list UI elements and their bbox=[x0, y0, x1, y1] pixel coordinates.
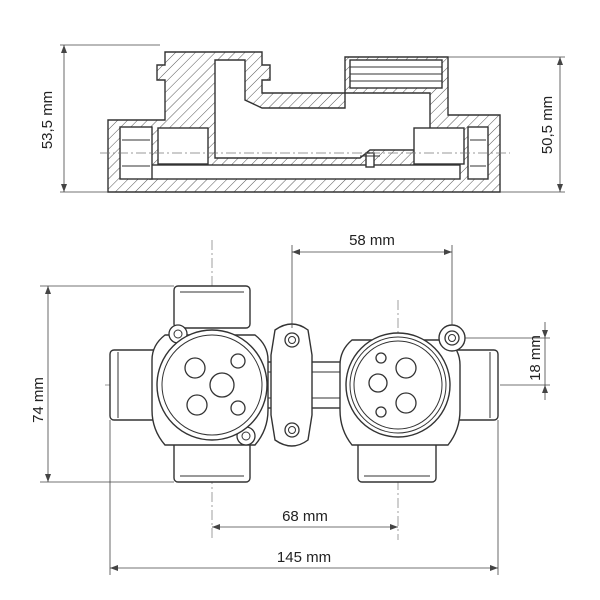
left-hole-center bbox=[209, 372, 235, 398]
left-side-port bbox=[109, 349, 159, 421]
right-hole-center bbox=[368, 373, 388, 393]
side-height-left-label: 53,5 mm bbox=[39, 91, 56, 149]
right-hole-small-top bbox=[375, 352, 387, 364]
dim-145-label: 145 mm bbox=[277, 549, 331, 566]
right-valve-ring-outer bbox=[345, 332, 451, 438]
dim-58-label: 58 mm bbox=[349, 232, 395, 249]
section-bottom-channel bbox=[149, 164, 461, 180]
right-hole-top bbox=[395, 357, 417, 379]
left-top-port bbox=[173, 285, 251, 329]
left-hole-small-top bbox=[230, 353, 246, 369]
top-plan-view: 58 mm 74 mm 18 mm 68 mm 145 mm bbox=[30, 232, 550, 575]
side-height-right-label: 50,5 mm bbox=[539, 96, 556, 154]
right-hole-small-bottom bbox=[375, 406, 387, 418]
dim-74-label: 74 mm bbox=[30, 377, 47, 423]
left-hole-bottom bbox=[186, 394, 208, 416]
dim-18-label: 18 mm bbox=[527, 335, 544, 381]
section-right-pocket bbox=[413, 127, 465, 165]
section-inner-cavity bbox=[214, 59, 431, 159]
dim-68-label: 68 mm bbox=[282, 508, 328, 525]
left-hole-small-bottom bbox=[230, 400, 246, 416]
left-hole-top bbox=[184, 357, 206, 379]
right-hole-bottom bbox=[395, 392, 417, 414]
center-mounting-ear bbox=[270, 323, 313, 447]
section-left-pocket bbox=[157, 127, 209, 165]
side-section-view: 53,5 mm 50,5 mm bbox=[39, 44, 565, 193]
section-pin bbox=[365, 152, 375, 168]
